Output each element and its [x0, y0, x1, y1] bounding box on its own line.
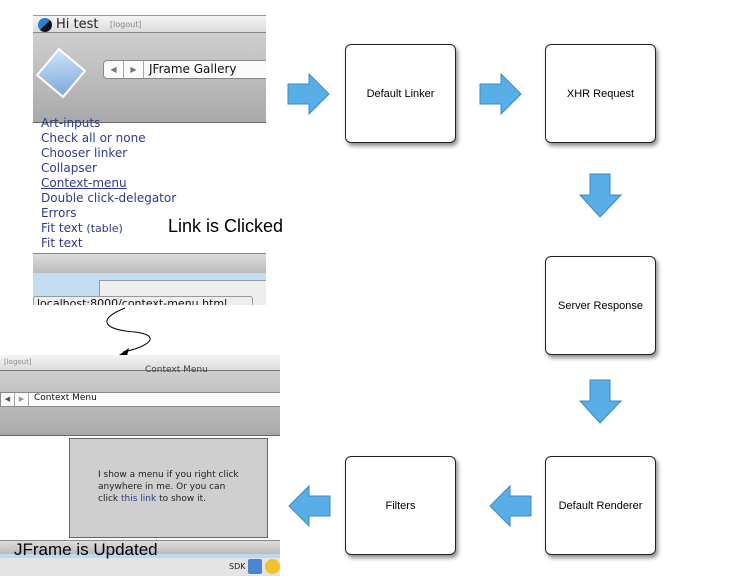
node-default-renderer: Default Renderer [545, 456, 656, 555]
link-chooser-linker[interactable]: Chooser linker [41, 146, 128, 160]
link-collapser[interactable]: Collapser [41, 161, 97, 175]
gallery-screenshot: Hi test [logout] ◀ ▶ JFrame Gallery Art-… [33, 15, 266, 305]
node-label: Default Renderer [558, 499, 643, 512]
arrow-left-icon [489, 485, 532, 527]
forward-button[interactable]: ▶ [124, 61, 144, 78]
footer-bar [0, 540, 280, 554]
desktop-area: localhost:8000/context-menu.html [33, 273, 266, 305]
arrow-right-icon [479, 73, 522, 115]
arrow-down-icon [579, 173, 623, 218]
arrow-down-icon [579, 379, 623, 424]
link-label: Fit text [41, 221, 83, 235]
link-context-menu[interactable]: Context-menu [41, 176, 127, 190]
node-label: Filters [385, 499, 416, 512]
title-bar: Hi test [logout] [33, 15, 266, 33]
link-note: (table) [86, 222, 123, 235]
gallery-icon [35, 47, 87, 99]
location-bar: ◀ ▶ Context Menu [0, 392, 280, 407]
logout-link[interactable]: [logout] [4, 358, 32, 366]
back-button[interactable]: ◀ [1, 393, 15, 406]
sdk-label: SDK [229, 562, 246, 571]
updated-screenshot: [logout] Context Menu ◀ ▶ Context Menu I… [0, 355, 280, 576]
footer-bar [33, 253, 266, 273]
demo-text-body: I show a menu if you right click anywher… [98, 470, 239, 504]
link-double-click[interactable]: Double click-delegator [41, 191, 177, 205]
jframe-toolbar: Context Menu ◀ ▶ Context Menu [0, 365, 280, 436]
location-title: JFrame Gallery [149, 62, 237, 76]
location-title: Context Menu [34, 393, 97, 403]
forward-button[interactable]: ▶ [15, 393, 29, 406]
link-fit-text[interactable]: Fit text [41, 236, 83, 250]
app-icon[interactable] [265, 559, 280, 574]
app-icon[interactable] [248, 559, 262, 574]
caption-link-clicked: Link is Clicked [168, 216, 284, 236]
back-button[interactable]: ◀ [104, 61, 124, 78]
caption-jframe-updated: JFrame is Updated [14, 540, 158, 559]
demo-text: I show a menu if you right click anywher… [98, 469, 248, 505]
logout-link[interactable]: [logout] [110, 20, 142, 29]
context-menu-demo-area[interactable]: I show a menu if you right click anywher… [69, 438, 268, 538]
dock: SDK [0, 558, 280, 576]
connector-arrow [106, 307, 151, 356]
arrow-right-icon [287, 73, 330, 115]
location-bar: ◀ ▶ JFrame Gallery [103, 60, 266, 79]
status-url: localhost:8000/context-menu.html [33, 296, 253, 305]
node-server-response: Server Response [545, 256, 656, 355]
node-label: XHR Request [566, 87, 635, 100]
link-fit-text-table[interactable]: Fit text (table) [41, 221, 176, 236]
title-bar: [logout] [0, 355, 280, 370]
demo-text-end: to show it. [159, 494, 206, 504]
node-filters: Filters [345, 456, 456, 555]
node-xhr-request: XHR Request [545, 44, 656, 143]
jframe-toolbar: ◀ ▶ JFrame Gallery [33, 33, 266, 123]
node-label: Server Response [558, 299, 643, 312]
app-logo-icon [38, 18, 52, 32]
link-errors[interactable]: Errors [41, 206, 77, 220]
greeting: Hi test [56, 17, 99, 32]
window-title: Context Menu [145, 365, 208, 375]
link-art-inputs[interactable]: Art-inputs [41, 116, 101, 130]
show-menu-link[interactable]: this link [120, 494, 157, 504]
node-label: Default Linker [366, 87, 435, 100]
demo-link-list: Art-inputs Check all or none Chooser lin… [41, 116, 176, 251]
node-default-linker: Default Linker [345, 44, 456, 143]
link-check-all[interactable]: Check all or none [41, 131, 146, 145]
arrow-left-icon [288, 485, 331, 527]
